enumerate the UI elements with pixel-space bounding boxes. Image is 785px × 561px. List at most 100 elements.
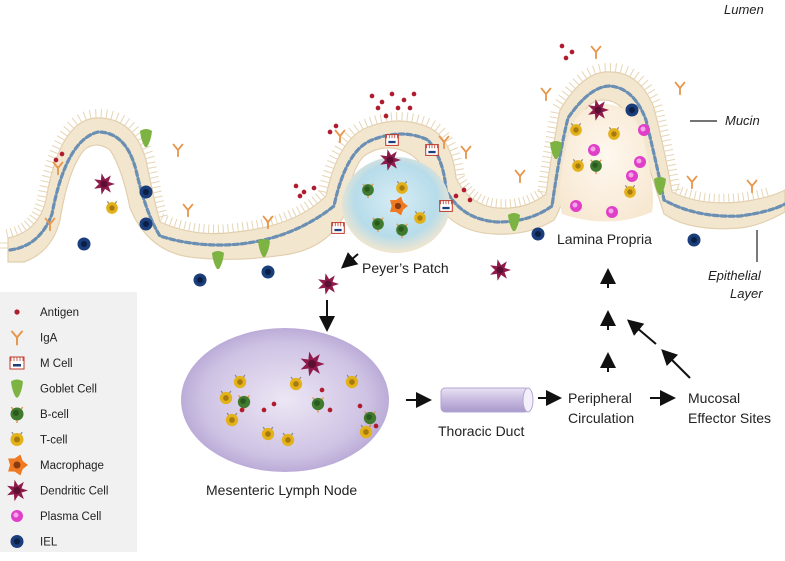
- iga-icon: [52, 161, 64, 176]
- antigen-icon: [271, 401, 277, 407]
- antigen-icon: [297, 193, 303, 199]
- antigen-icon: [379, 99, 385, 105]
- iga-icon: [746, 179, 758, 194]
- arrow-mes-diag-1: [661, 349, 691, 379]
- thoracic-duct-label: Thoracic Duct: [438, 423, 524, 439]
- legend-item: T-cell: [10, 431, 67, 447]
- mesenteric-lymph-node-label: Mesenteric Lymph Node: [206, 482, 357, 498]
- antigen-icon: [411, 91, 417, 97]
- m-cell-icon: [425, 144, 439, 156]
- dendritic-cell-icon: [318, 273, 339, 295]
- antigen-icon: [293, 183, 299, 189]
- antigen-icon: [261, 407, 267, 413]
- legend-item-label: Goblet Cell: [40, 384, 97, 396]
- arrow-pp-to-dc: [340, 252, 359, 269]
- t-cell-icon: [345, 374, 359, 389]
- plasma-cell-icon: [588, 144, 600, 156]
- antigen-icon: [357, 403, 363, 409]
- legend-item: IgA: [11, 330, 58, 346]
- t-cell-icon: [10, 431, 24, 446]
- legend-item: Plasma Cell: [11, 510, 101, 523]
- lymph-node-cells: [219, 351, 379, 447]
- goblet-cell-icon: [140, 129, 152, 147]
- iel-icon: [625, 103, 639, 117]
- arrow-mes-diag-2: [626, 319, 657, 345]
- iel-icon: [531, 227, 545, 241]
- b-cell-icon: [362, 183, 374, 199]
- antigen-icon: [467, 197, 473, 203]
- antigen-icon: [559, 43, 565, 49]
- antigen-icon: [239, 407, 245, 413]
- epithelial-label-line1: Epithelial: [708, 268, 762, 283]
- lumen-label: Lumen: [724, 2, 764, 17]
- thoracic-duct-vessel: [440, 387, 534, 413]
- mucosal-effector-sites-label-line1: Mucosal: [688, 390, 740, 406]
- m-cell-icon: [331, 222, 345, 234]
- antigen-icon: [301, 189, 307, 195]
- antigen-icon: [383, 113, 389, 119]
- macrophage-icon: [389, 196, 408, 216]
- iel-icon: [77, 237, 91, 251]
- antigen-icon: [401, 97, 407, 103]
- plasma-cell-icon: [638, 124, 650, 136]
- dendritic-cell-icon: [380, 149, 401, 171]
- legend-item-label: M Cell: [40, 358, 73, 370]
- b-cell-icon: [237, 395, 251, 411]
- legend-item-label: B-cell: [40, 409, 69, 421]
- legend-item-label: Plasma Cell: [40, 511, 101, 523]
- peripheral-circulation-label-line1: Peripheral: [568, 390, 632, 406]
- peyers-patch-label: Peyer’s Patch: [362, 260, 449, 276]
- legend-item-label: Dendritic Cell: [40, 486, 108, 498]
- t-cell-icon: [233, 374, 247, 389]
- epithelium-tissue: [7, 71, 785, 263]
- brush-border: [0, 62, 769, 249]
- legend-background: [0, 292, 137, 552]
- iga-icon: [11, 330, 23, 346]
- legend-item: M Cell: [9, 356, 73, 370]
- t-cell-icon: [572, 159, 584, 172]
- antigen-icon: [569, 49, 575, 55]
- dendritic-cell-icon: [94, 173, 115, 195]
- iel-icon: [139, 217, 153, 231]
- iga-icon: [590, 45, 602, 60]
- plasma-cell-icon: [570, 200, 582, 212]
- t-cell-icon: [624, 185, 636, 198]
- dendritic-cell-icon: [300, 351, 325, 377]
- cells-layer: [44, 43, 758, 295]
- iga-icon: [540, 87, 552, 102]
- plasma-cell-icon: [626, 170, 638, 182]
- antigen-icon: [333, 123, 339, 129]
- iel-icon: [139, 185, 153, 199]
- legend-item: Dendritic Cell: [7, 479, 108, 502]
- m-cell-icon: [385, 134, 399, 146]
- antigen-icon: [453, 193, 459, 199]
- plasma-cell-icon: [634, 156, 646, 168]
- antigen-icon: [375, 105, 381, 111]
- antigen-icon: [373, 423, 379, 429]
- iga-icon: [334, 129, 346, 144]
- mucin-label: Mucin: [725, 113, 760, 128]
- t-cell-icon: [225, 412, 239, 427]
- dendritic-cell-icon: [490, 259, 511, 281]
- b-cell-icon: [10, 406, 24, 423]
- antigen-icon: [369, 93, 375, 99]
- antigen-icon: [461, 187, 467, 193]
- iga-icon: [182, 203, 194, 218]
- b-cell-icon: [590, 159, 602, 175]
- legend-item-label: IEL: [40, 537, 58, 549]
- b-cell-icon: [396, 223, 408, 239]
- antigen-icon: [407, 105, 413, 111]
- legend-item-label: Macrophage: [40, 460, 104, 472]
- legend-item: IEL: [10, 535, 58, 549]
- antigen-icon: [327, 129, 333, 135]
- goblet-cell-icon: [212, 251, 224, 269]
- b-cell-icon: [372, 217, 384, 233]
- flow-arrows: [319, 252, 691, 408]
- antigen-icon: [14, 309, 20, 315]
- goblet-cell-icon: [11, 379, 23, 398]
- iga-icon: [686, 175, 698, 190]
- t-cell-icon: [359, 424, 373, 439]
